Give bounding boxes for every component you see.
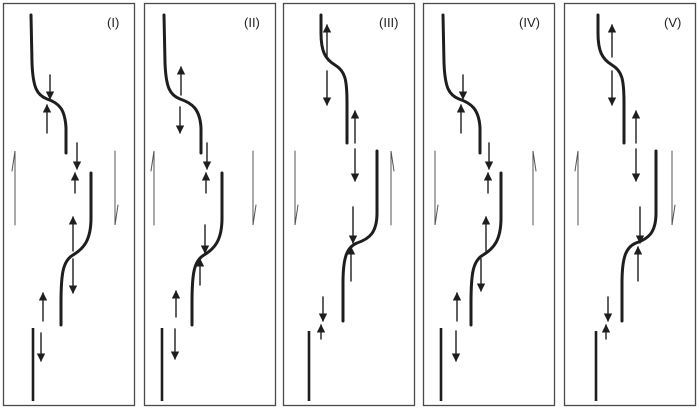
- shear-sense-right-icon: [114, 150, 119, 226]
- fault-trace-upper: [319, 13, 349, 145]
- fault-trace-upper: [29, 13, 68, 155]
- panel-label: (I): [107, 15, 119, 30]
- panel-2: (II): [143, 2, 277, 407]
- panel-frame: [143, 2, 277, 407]
- shear-sense-right-icon: [252, 150, 257, 226]
- shear-sense-right-icon: [532, 150, 537, 226]
- shear-sense-right-icon: [671, 150, 676, 226]
- panel-label: (III): [379, 15, 399, 30]
- panel-1: (I): [2, 2, 136, 407]
- shear-sense-left-icon: [294, 150, 299, 226]
- shear-sense-left-icon: [150, 150, 155, 226]
- fault-trace-lower: [620, 149, 658, 323]
- panel-frame: [2, 2, 136, 407]
- panel-4: (IV): [422, 2, 556, 407]
- panel-label: (IV): [519, 15, 540, 30]
- panel-frame: [563, 2, 697, 407]
- fault-trace-lower: [59, 171, 93, 327]
- fault-trace-upper: [162, 13, 203, 155]
- fault-trace-lower: [469, 171, 503, 327]
- panel-5: (V): [563, 2, 697, 407]
- panel-label: (V): [664, 15, 681, 30]
- shear-sense-left-icon: [434, 150, 439, 226]
- panel-label: (II): [244, 15, 260, 30]
- panel-frame: [422, 2, 556, 407]
- fault-trace-lower: [190, 171, 224, 327]
- shear-sense-left-icon: [574, 150, 579, 226]
- shear-sense-right-icon: [390, 150, 395, 226]
- panel-3: (III): [282, 2, 416, 407]
- fault-trace-lower: [341, 149, 379, 323]
- shear-sense-left-icon: [11, 150, 16, 226]
- panel-frame: [282, 2, 416, 407]
- fault-trace-upper: [596, 13, 626, 145]
